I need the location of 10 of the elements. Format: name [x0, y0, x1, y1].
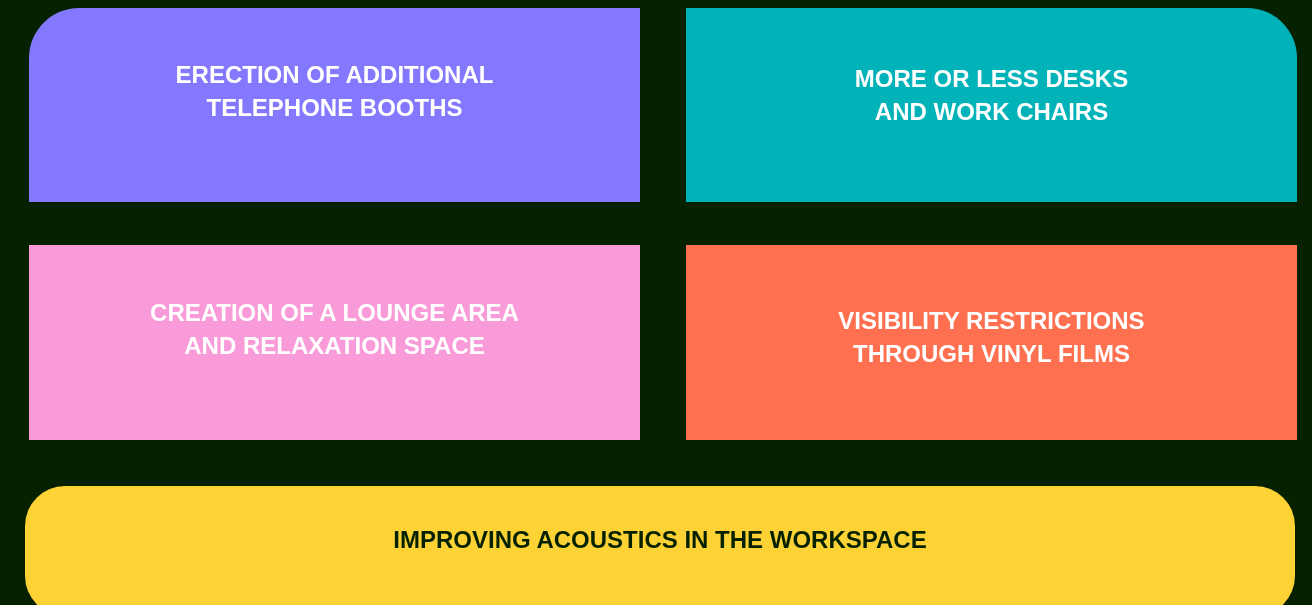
card-title: IMPROVING ACOUSTICS IN THE WORKSPACE	[393, 524, 927, 555]
card-title: ERECTION OF ADDITIONAL TELEPHONE BOOTHS	[174, 60, 495, 123]
category-card	[686, 8, 1297, 202]
category-card	[29, 8, 640, 202]
card-title: CREATION OF A LOUNGE AREA AND RELAXATION SPACE	[149, 297, 520, 361]
category-card	[29, 245, 640, 440]
category-card	[686, 245, 1297, 440]
card-title: MORE OR LESS DESKS AND WORK CHAIRS	[853, 64, 1130, 127]
card-title: VISIBILITY RESTRICTIONS THROUGH VINYL FILMS	[837, 305, 1146, 369]
category-card	[25, 486, 1295, 605]
